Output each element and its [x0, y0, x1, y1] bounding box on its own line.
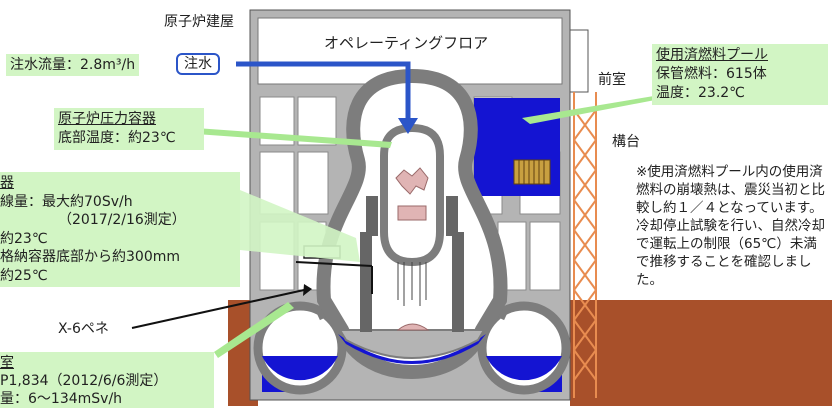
pcv-water-level: 格納容器底部から約300mm [0, 249, 180, 265]
ground-right [570, 300, 832, 406]
fuel-rack-lines [518, 160, 545, 184]
injection-arrowhead [398, 118, 418, 134]
platform-label: 構台 [612, 134, 640, 150]
sfp-temperature: 温度：23.2℃ [656, 85, 745, 101]
platform-structure [573, 92, 597, 398]
sfp-callout: 使用済燃料プール 保管燃料：615体 温度：23.2℃ [652, 44, 828, 105]
x6-penetration-label: X-6ペネ [58, 321, 109, 337]
pcv-title: 器 [0, 175, 14, 191]
injection-arrow [236, 61, 411, 122]
biological-shield-left [366, 196, 378, 236]
rpv-callout: 原子炉圧力容器 底部温度：約23℃ [54, 108, 204, 150]
containment-water [338, 334, 486, 364]
operating-floor-label: オペレーティングフロア [324, 34, 489, 52]
pedestal-left [360, 232, 372, 332]
sfp-stored-fuel: 保管燃料：615体 [656, 66, 767, 82]
callout-wedge-rpv [196, 128, 392, 148]
torus-water-level: P1,834（2012/6/6測定） [0, 373, 168, 389]
control-rod-drives [397, 262, 427, 306]
torus-right [477, 301, 571, 395]
rpv-bottom-temp: 底部温度：約23℃ [58, 130, 176, 146]
rpv-core-lower [397, 205, 427, 221]
rpv-title: 原子炉圧力容器 [58, 111, 156, 127]
pcv-callout: 器 線量：最大約70Sv/h （2017/2/16測定） 約23℃ 格納容器底部… [0, 172, 240, 287]
pcv-dose-date: （2017/2/16測定） [58, 212, 186, 228]
x6-leader-arrowhead [303, 284, 312, 296]
biological-shield-right [446, 196, 458, 236]
pressure-vessel [380, 123, 444, 267]
pedestal-right [452, 232, 464, 332]
callout-wedge-sfp [522, 93, 676, 124]
pcv-bottom-debris [396, 323, 430, 331]
torus-title: 室 [0, 355, 14, 371]
torus-dose: 量：6～134mSv/h [0, 391, 123, 407]
pcv-dose: 線量：最大約70Sv/h [0, 193, 133, 210]
front-room [569, 29, 589, 93]
x6-leader-line [131, 289, 305, 329]
pcv-temp: 約23℃ [0, 230, 48, 247]
rpv-core-debris [395, 167, 429, 195]
callout-wedge-torus [214, 302, 294, 358]
sfp-title: 使用済燃料プール [656, 47, 768, 63]
torus-left [253, 301, 347, 395]
building-label: 原子炉建屋 [164, 14, 234, 30]
pcv-water-temp: 約25℃ [0, 267, 48, 284]
injection-box: 注水 [176, 53, 220, 75]
torus-callout: 室 P1,834（2012/6/6測定） 量：6～134mSv/h [0, 352, 214, 408]
injection-flow-label: 注水流量：2.8m³/h [6, 54, 140, 76]
sfp-cooling-note: ※使用済燃料プール内の使用済燃料の崩壊熱は、震災当初と比較し約１／４となっていま… [636, 164, 825, 288]
containment-floor [338, 329, 486, 359]
callout-wedge-pcv [240, 190, 360, 262]
x6-leader-line-2 [295, 261, 373, 267]
front-room-label: 前室 [598, 72, 626, 88]
